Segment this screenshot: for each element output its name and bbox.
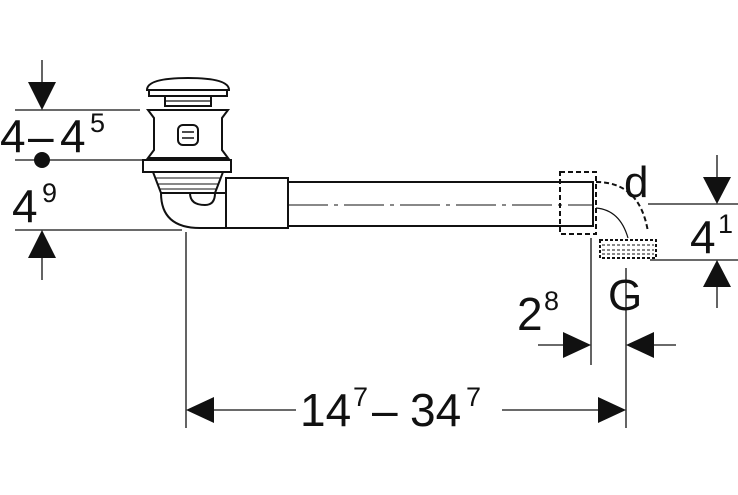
arrow-left-offset-icon: [626, 332, 654, 358]
dim-right-height: 4: [690, 211, 716, 263]
dim-length-start-sup: 7: [353, 382, 368, 412]
label-d: d: [624, 158, 648, 207]
arrow-up-right-icon: [703, 260, 731, 287]
dim-single-sup: 9: [42, 178, 57, 208]
label-g: G: [608, 271, 642, 320]
arrow-up-bottom-icon: [28, 230, 56, 258]
dim-length-dash: –: [372, 384, 398, 436]
arrow-right-offset-icon: [563, 332, 591, 358]
dim-range-end-sup: 5: [90, 108, 105, 138]
arrow-down-top-icon: [28, 82, 56, 110]
dim-single: 4: [12, 180, 38, 232]
right-height-dimension: [648, 155, 738, 308]
dim-range-end: 4: [60, 110, 86, 162]
valve-flange: [142, 159, 232, 173]
valve-cap: [145, 76, 231, 91]
trap-outline: [559, 171, 657, 259]
horizontal-dimension-lines: [185, 232, 676, 428]
dim-right-height-sup: 1: [718, 209, 733, 239]
horizontal-pipe: [287, 181, 594, 227]
arrow-right-length-icon: [598, 397, 626, 423]
trap-bend-inner: [595, 207, 629, 239]
dim-offset-sup: 8: [544, 286, 559, 316]
dim-offset: 2: [517, 288, 543, 340]
dim-length-end: 34: [410, 384, 461, 436]
dim-range-start: 4: [0, 110, 26, 162]
center-point-icon: [34, 152, 50, 168]
pipe-connector: [225, 177, 289, 229]
arrow-down-right-icon: [703, 177, 731, 204]
dim-length-end-sup: 7: [466, 382, 481, 412]
pipe-assembly: [225, 177, 594, 229]
trap-bend-dashed: [595, 181, 649, 233]
thread-g: [599, 239, 657, 259]
elbow-bend: [159, 192, 229, 229]
valve-lower: [151, 171, 225, 194]
arrow-left-length-icon: [186, 397, 214, 423]
dim-length-start: 14: [300, 384, 351, 436]
dim-range-dash: –: [28, 110, 54, 162]
valve-slot: [177, 124, 199, 146]
trap-dashed-box: [559, 171, 597, 235]
drain-valve: [142, 76, 232, 229]
